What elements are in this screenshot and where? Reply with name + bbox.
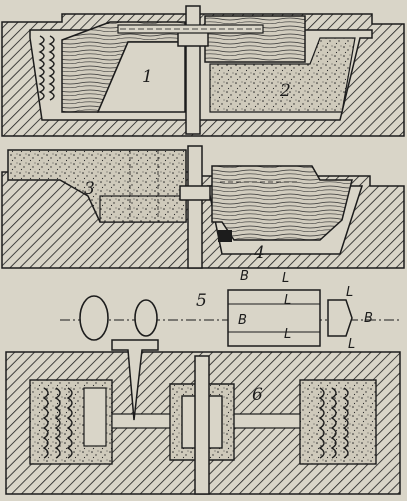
label-l-bot: L: [284, 327, 291, 342]
panel-bottom-section: [5, 339, 401, 495]
panel-top-section: [1, 5, 405, 137]
label-l-top: L: [282, 271, 289, 286]
oval-part-middle: [134, 299, 158, 337]
shaft-collar-middle: [179, 185, 211, 201]
label-l-right-bottom: L: [348, 337, 355, 352]
pattern-block-1: [96, 41, 186, 113]
coil-right-bottom: [318, 387, 349, 459]
label-section-4: 4: [253, 243, 265, 263]
label-section-5: 5: [196, 291, 207, 311]
label-b-top: B: [240, 269, 249, 284]
panel-parts-section: [60, 289, 400, 347]
core-bar-part: [227, 289, 321, 347]
label-l-right: L: [346, 285, 353, 300]
label-section-3: 3: [84, 179, 95, 199]
end-cap-part: [327, 299, 353, 337]
oval-part-left: [79, 295, 109, 341]
sprue-plug: [111, 339, 159, 421]
label-b-mid: B: [238, 313, 247, 328]
wooden-pattern-top-right: [204, 15, 306, 63]
label-section-2: 2: [279, 81, 291, 101]
label-l-mid: L: [284, 293, 291, 308]
coil-left-bottom: [42, 387, 73, 459]
coil-left-top: [38, 35, 55, 101]
label-b-right: B: [364, 311, 373, 326]
wooden-pattern-4: [211, 165, 353, 241]
coil-chamber-right: [299, 379, 377, 465]
panel-middle-section: [1, 145, 405, 269]
shaft-bottom: [194, 355, 210, 495]
label-section-6: 6: [252, 385, 263, 405]
dowel-bar-top: [117, 24, 264, 34]
label-section-1: 1: [142, 67, 153, 87]
sand-mass-2: [209, 37, 356, 113]
shaft-middle: [187, 145, 203, 269]
